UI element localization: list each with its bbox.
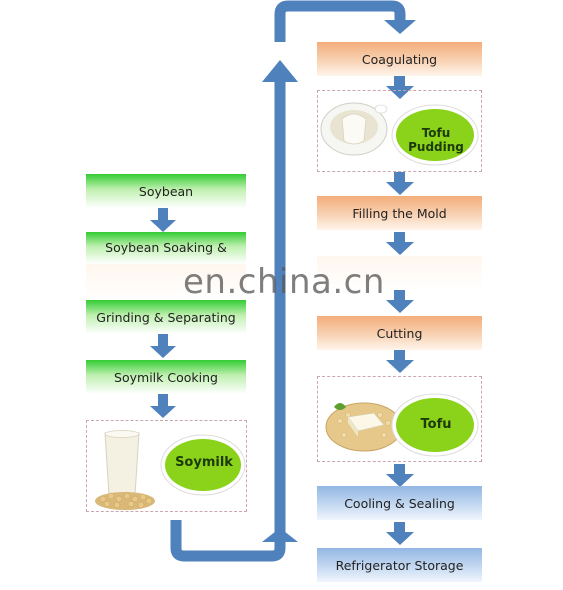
step-soybean: Soybean — [86, 174, 246, 208]
step-pressing-faded — [317, 256, 482, 290]
step-coagulating-label: Coagulating — [361, 51, 438, 67]
step-filling: Filling the Mold — [317, 196, 482, 230]
tofu-panel: Tofu — [317, 376, 482, 462]
step-cooling-label: Cooling & Sealing — [344, 495, 455, 511]
step-grinding-label: Grinding & Separating — [96, 309, 236, 325]
step-storage-label: Refrigerator Storage — [335, 557, 464, 573]
tofu-pudding-panel: Tofu Pudding — [317, 90, 482, 172]
soymilk-panel: Soymilk — [86, 420, 247, 512]
tofu-illustration — [325, 393, 479, 457]
step-cooking-label: Soymilk Cooking — [114, 369, 218, 385]
step-coagulating: Coagulating — [317, 42, 482, 76]
tofu-pudding-illustration — [320, 102, 479, 166]
tofu-badge-label: Tofu — [420, 417, 452, 432]
step-cutting: Cutting — [317, 316, 482, 350]
step-soaking-faded — [86, 264, 246, 300]
pipe-arrowheads — [262, 20, 416, 542]
soymilk-badge-label: Soymilk — [175, 455, 233, 470]
step-cooking: Soymilk Cooking — [86, 360, 246, 394]
step-grinding: Grinding & Separating — [86, 300, 246, 334]
step-cooling: Cooling & Sealing — [317, 486, 482, 520]
step-cutting-label: Cutting — [376, 325, 423, 341]
step-storage: Refrigerator Storage — [317, 548, 482, 582]
tofu-pudding-badge-label: Tofu Pudding — [408, 126, 464, 154]
connector-pipe — [170, 0, 406, 562]
soymilk-illustration — [95, 430, 246, 510]
step-soaking: Soybean Soaking & — [86, 232, 246, 264]
step-filling-label: Filling the Mold — [352, 205, 447, 221]
step-soybean-label: Soybean — [138, 183, 194, 199]
step-soaking-label: Soybean Soaking & — [105, 240, 227, 255]
watermark-text: en.china.cn — [183, 262, 385, 302]
step-arrows-right — [386, 76, 414, 545]
